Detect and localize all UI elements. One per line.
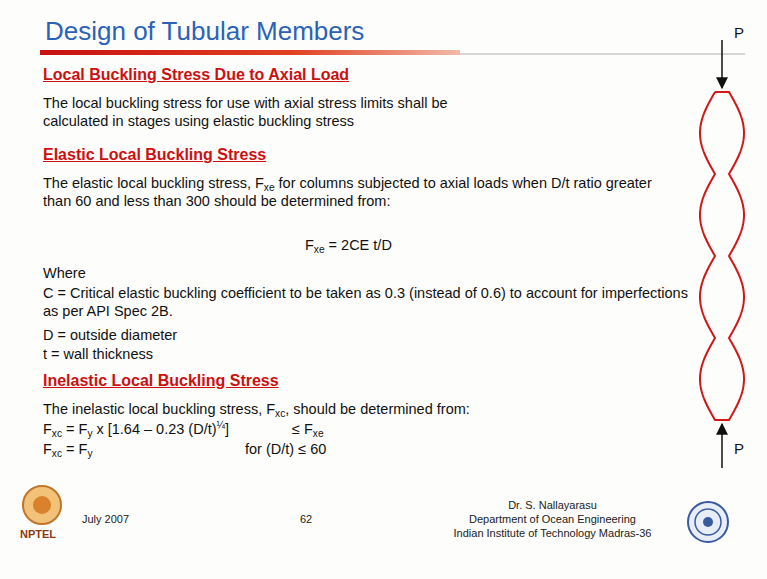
footer-date: July 2007 bbox=[82, 512, 129, 526]
page-number: 62 bbox=[300, 512, 312, 526]
nptel-logo bbox=[23, 486, 61, 524]
formula: ≤ Fxe bbox=[292, 420, 324, 438]
load-arrow bbox=[721, 40, 723, 88]
logo-text: NPTEL bbox=[20, 527, 56, 541]
body-text: The inelastic local buckling stress, Fxc… bbox=[43, 400, 693, 418]
load-label: P bbox=[734, 24, 744, 42]
load-arrow bbox=[721, 424, 723, 468]
body-text: D = outside diameter bbox=[43, 326, 177, 344]
buckled-column bbox=[700, 92, 744, 420]
formula: Fxc = Fy bbox=[43, 440, 92, 458]
body-text: The elastic local buckling stress, Fxe f… bbox=[43, 174, 683, 210]
section-heading: Local Buckling Stress Due to Axial Load bbox=[43, 66, 349, 84]
formula: Fxc = Fy x [1.64 – 0.23 (D/t)¼] bbox=[43, 420, 229, 438]
slide-title: Design of Tubular Members bbox=[45, 16, 364, 46]
author-line: Indian Institute of Technology Madras-36 bbox=[420, 526, 685, 540]
title-bar bbox=[40, 50, 460, 55]
formula: for (D/t) ≤ 60 bbox=[245, 440, 326, 458]
iit-logo bbox=[688, 502, 728, 542]
author-line: Dr. S. Nallayarasu bbox=[420, 498, 685, 512]
body-text: t = wall thickness bbox=[43, 345, 153, 363]
title-rule bbox=[460, 53, 745, 55]
section-heading: Inelastic Local Buckling Stress bbox=[43, 372, 279, 390]
author-line: Department of Ocean Engineering bbox=[420, 512, 685, 526]
load-label: P bbox=[734, 440, 744, 458]
section-heading: Elastic Local Buckling Stress bbox=[43, 146, 266, 164]
body-text: C = Critical elastic buckling coefficien… bbox=[43, 284, 688, 320]
body-text: Where bbox=[43, 264, 86, 282]
body-text: The local buckling stress for use with a… bbox=[43, 94, 473, 130]
column-outline bbox=[700, 92, 744, 420]
formula: Fxe = 2CE t/D bbox=[305, 236, 392, 254]
